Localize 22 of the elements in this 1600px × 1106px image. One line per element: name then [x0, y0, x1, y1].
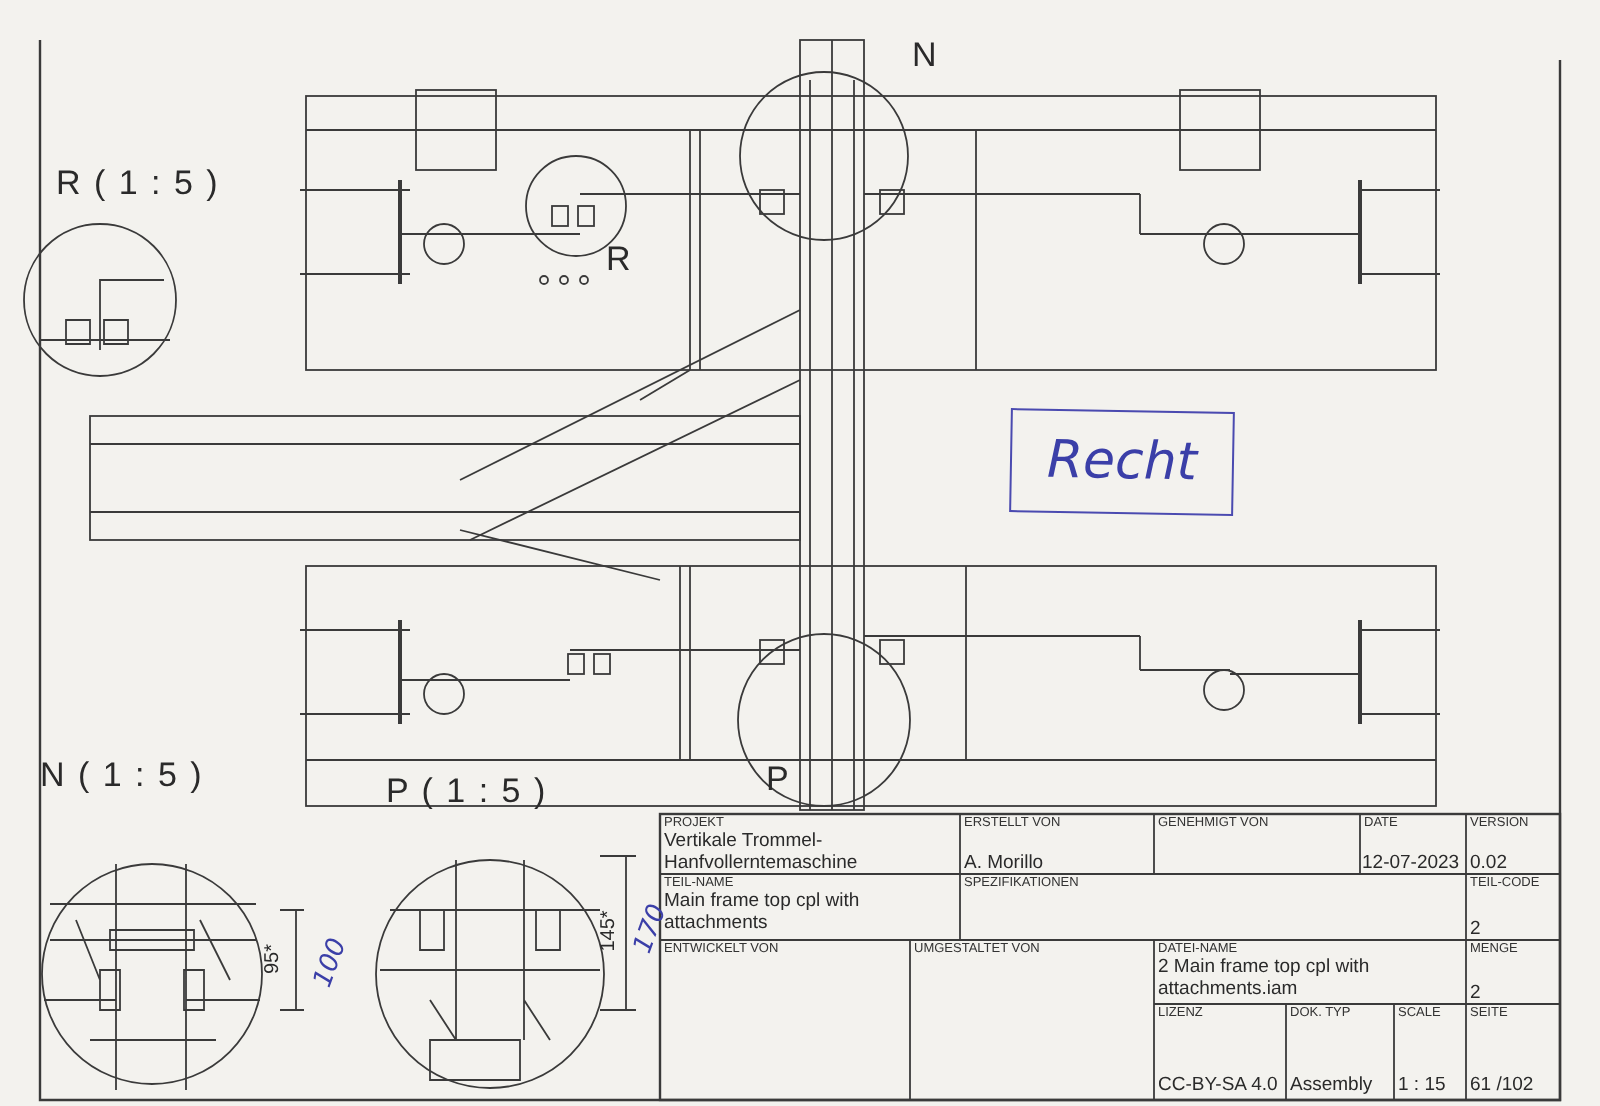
- handwritten-note-box: Recht: [1009, 408, 1235, 516]
- field-value: 0.02: [1470, 852, 1507, 874]
- field-value: Assembly: [1290, 1074, 1373, 1096]
- field-value: CC-BY-SA 4.0: [1158, 1074, 1278, 1096]
- handwritten-note: 100: [308, 934, 354, 992]
- field-value: 2 Main frame top cpl with attachments.iam: [1158, 956, 1372, 1000]
- field-value: Vertikale Trommel-Hanfvollerntemaschine: [664, 830, 860, 874]
- field-value: 61 /102: [1470, 1074, 1534, 1096]
- dimension-value: 145*: [597, 910, 620, 952]
- detail-view-title: N ( 1 : 5 ): [40, 756, 204, 796]
- field-value: 12-07-2023: [1362, 852, 1460, 874]
- detail-marker: R: [606, 240, 633, 280]
- field-value: Main frame top cpl with attachments: [664, 890, 862, 934]
- detail-view-title: P ( 1 : 5 ): [386, 772, 548, 812]
- field-value: 2: [1470, 982, 1481, 1004]
- detail-marker: P: [766, 760, 791, 800]
- field-value: A. Morillo: [964, 852, 1044, 874]
- detail-marker: N: [912, 36, 939, 76]
- dimension-value: 95*: [262, 944, 284, 974]
- field-value: 2: [1470, 918, 1481, 940]
- detail-view-title: R ( 1 : 5 ): [56, 164, 220, 204]
- field-value: 1 : 15: [1398, 1074, 1446, 1096]
